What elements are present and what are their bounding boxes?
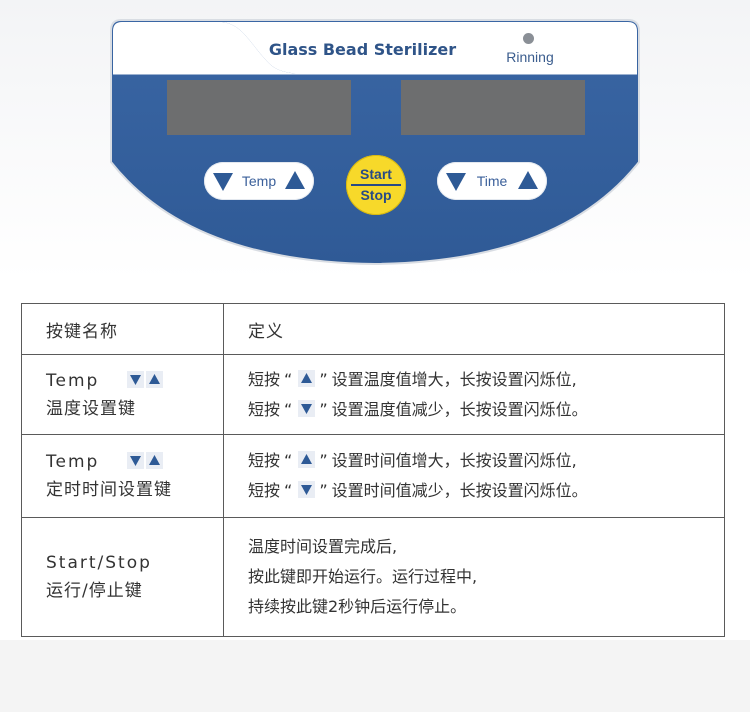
definition-line: 短按“ ”设置温度值减少，长按设置闪烁位。	[248, 395, 724, 425]
time-down-icon[interactable]	[444, 169, 468, 193]
quote-open: “	[284, 481, 293, 500]
quote-close: ”	[319, 369, 328, 389]
quote-close: ”	[319, 451, 328, 470]
time-label: Time	[476, 173, 508, 189]
key-name-en: Temp	[46, 452, 100, 472]
definition-line: 短按“ ”设置时间值减少，长按设置闪烁位。	[248, 476, 724, 506]
time-display	[401, 80, 585, 135]
def-text: 设置温度值增大，长按设置闪烁位,	[331, 369, 577, 389]
arrow-up-icon	[298, 369, 316, 387]
arrow-down-icon	[127, 370, 145, 388]
arrow-up-icon	[146, 370, 164, 388]
arrow-down-icon	[298, 481, 316, 498]
time-up-icon[interactable]	[516, 169, 540, 193]
quote-open: “	[284, 451, 293, 470]
table-row: Start/Stop 运行/停止键 温度时间设置完成后, 按此键即开始运行。运行…	[21, 517, 725, 637]
definition-cell: 短按“ ”设置温度值增大，长按设置闪烁位, 短按“ ”设置温度值减少，长按设置闪烁位…	[223, 354, 725, 435]
arrow-up-icon	[298, 451, 316, 468]
time-control: Time	[437, 162, 547, 200]
temp-label: Temp	[241, 173, 277, 189]
definition-line: 持续按此键2秒钟后运行停止。	[248, 597, 467, 616]
stop-label: Stop	[360, 187, 392, 203]
running-status-label: Rinning	[506, 49, 554, 65]
key-name-en: Start/Stop	[46, 553, 152, 573]
header-key-name: 按键名称	[21, 303, 224, 355]
def-text: 设置温度值减少，长按设置闪烁位。	[331, 399, 588, 419]
quote-open: “	[284, 369, 293, 389]
quote-close: ”	[319, 481, 328, 500]
key-name-cell: Start/Stop 运行/停止键	[21, 517, 224, 637]
key-name-cn: 温度设置键	[46, 398, 136, 419]
definition-line: 短按“ ”设置温度值增大，长按设置闪烁位,	[248, 365, 724, 395]
quote-close: ”	[319, 399, 328, 419]
key-name-cn: 定时时间设置键	[46, 480, 172, 500]
start-stop-divider	[351, 184, 401, 186]
quote-open: “	[284, 399, 293, 419]
arrow-up-icon	[146, 452, 164, 469]
key-name-cell: Temp 定时时间设置键	[21, 434, 224, 518]
def-text: 设置时间值增大，长按设置闪烁位,	[331, 451, 577, 470]
temp-control: Temp	[204, 162, 314, 200]
header-definition: 定义	[223, 303, 725, 355]
arrow-down-icon	[298, 399, 316, 417]
def-prefix: 短按	[248, 481, 281, 500]
definition-cell: 温度时间设置完成后, 按此键即开始运行。运行过程中, 持续按此键2秒钟后运行停止…	[223, 517, 725, 637]
def-prefix: 短按	[248, 451, 281, 470]
running-indicator-led	[523, 33, 534, 44]
key-name-en: Temp	[46, 370, 100, 391]
key-definition-table: 按键名称 定义 Temp 温度设置键 短按“ ”设置温度值增大，长按设置闪烁位, …	[21, 303, 725, 637]
key-name-cell: Temp 温度设置键	[21, 354, 224, 435]
start-label: Start	[360, 166, 392, 182]
def-prefix: 短按	[248, 369, 281, 389]
temperature-display	[167, 80, 351, 135]
device-title: Glass Bead Sterilizer	[268, 40, 457, 59]
def-text: 设置时间值减少，长按设置闪烁位。	[331, 481, 588, 500]
table-row: Temp 定时时间设置键 短按“ ”设置时间值增大，长按设置闪烁位, 短按“ ”设置…	[21, 434, 725, 518]
table-header-row: 按键名称 定义	[21, 303, 725, 355]
definition-cell: 短按“ ”设置时间值增大，长按设置闪烁位, 短按“ ”设置时间值减少，长按设置闪烁位…	[223, 434, 725, 518]
definition-line: 温度时间设置完成后,	[248, 537, 398, 556]
temp-down-icon[interactable]	[211, 169, 235, 193]
definition-line: 短按“ ”设置时间值增大，长按设置闪烁位,	[248, 446, 724, 476]
definition-line: 按此键即开始运行。运行过程中,	[248, 567, 478, 586]
key-name-cn: 运行/停止键	[46, 581, 143, 601]
page-background-bottom	[0, 640, 750, 712]
arrow-down-icon	[127, 452, 145, 469]
temp-up-icon[interactable]	[283, 169, 307, 193]
def-prefix: 短按	[248, 399, 281, 419]
table-row: Temp 温度设置键 短按“ ”设置温度值增大，长按设置闪烁位, 短按“ ”设置温度…	[21, 354, 725, 435]
start-stop-button[interactable]: Start Stop	[346, 155, 406, 215]
